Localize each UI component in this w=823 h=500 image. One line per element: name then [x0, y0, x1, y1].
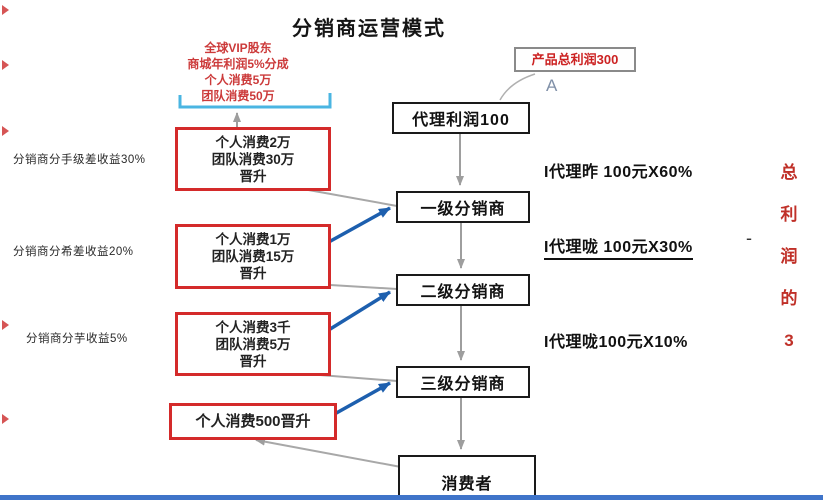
condition-line: 晋升 — [239, 168, 267, 184]
curve-connector — [499, 73, 536, 101]
condition-line: 晋升 — [239, 266, 267, 281]
agent-earning-note-60pct: I代理昨 100元X60% — [544, 164, 693, 181]
red-edge-mark — [2, 414, 9, 424]
promotion-condition-box-3: 个人消费3千 团队消费5万 晋升 — [175, 312, 331, 376]
bottom-blue-bar — [0, 495, 823, 500]
product-total-profit-box: 产品总利润300 — [514, 47, 636, 72]
vip-note-line: 个人消费5万 — [204, 73, 272, 87]
red-edge-mark — [2, 126, 9, 136]
income-label-30pct: 分销商分手级差收益30% — [13, 154, 146, 166]
red-edge-mark — [2, 320, 9, 330]
flow-box-level2-distributor: 二级分销商 — [396, 274, 530, 306]
vip-shareholder-note: 全球VIP股东 商城年利润5%分成 个人消费5万 团队消费50万 — [160, 40, 316, 104]
vertical-total-profit-note: 总 利 润 的 3 — [777, 152, 801, 362]
condition-line: 个人消费500晋升 — [195, 413, 311, 430]
arrow-redbox2-to-level1 — [326, 206, 391, 245]
red-edge-mark — [2, 60, 9, 70]
flow-box-level3-distributor: 三级分销商 — [396, 366, 530, 398]
vertical-char: 3 — [784, 331, 794, 350]
vertical-char: 润 — [780, 247, 798, 266]
flow-box-level1-distributor: 一级分销商 — [396, 191, 530, 223]
agent-earning-note-30pct: I代理咙 100元X30% — [544, 233, 693, 260]
vertical-char: 的 — [780, 289, 798, 308]
vertical-char: 总 — [780, 163, 798, 182]
flow-box-consumer: 消费者 — [398, 455, 536, 500]
arrow-consumer-to-redbox4 — [255, 437, 402, 468]
vip-note-line: 商城年利润5%分成 — [187, 57, 289, 71]
condition-line: 个人消费2万 — [215, 134, 291, 150]
page-title: 分销商运营模式 — [292, 18, 446, 40]
condition-line: 团队消费30万 — [211, 151, 295, 167]
flow-box-agent-profit: 代理利润100 — [392, 102, 530, 134]
vertical-char: 利 — [780, 205, 798, 224]
income-label-20pct: 分销商分希差收益20% — [13, 246, 134, 258]
condition-line: 个人消费1万 — [215, 232, 291, 247]
condition-line: 个人消费3千 — [215, 319, 291, 335]
condition-line: 团队消费15万 — [211, 249, 295, 264]
condition-line: 团队消费5万 — [215, 336, 291, 352]
red-edge-mark — [2, 5, 9, 15]
arrow-redbox3-to-level2 — [326, 290, 391, 333]
letter-a-annotation: A — [546, 76, 558, 95]
promotion-condition-box-1: 个人消费2万 团队消费30万 晋升 — [175, 127, 331, 191]
income-label-5pct: 分销商分芋收益5% — [26, 333, 128, 345]
condition-line: 晋升 — [239, 353, 267, 369]
vip-note-line: 全球VIP股东 — [204, 41, 272, 55]
promotion-condition-box-2: 个人消费1万 团队消费15万 晋升 — [175, 224, 331, 289]
vip-note-line: 团队消费50万 — [201, 89, 275, 103]
dash-mark: - — [746, 228, 752, 248]
promotion-condition-box-4: 个人消费500晋升 — [169, 403, 337, 440]
agent-earning-note-10pct: I代理咙100元X10% — [544, 334, 688, 351]
arrow-redbox4-to-level3 — [330, 381, 391, 418]
